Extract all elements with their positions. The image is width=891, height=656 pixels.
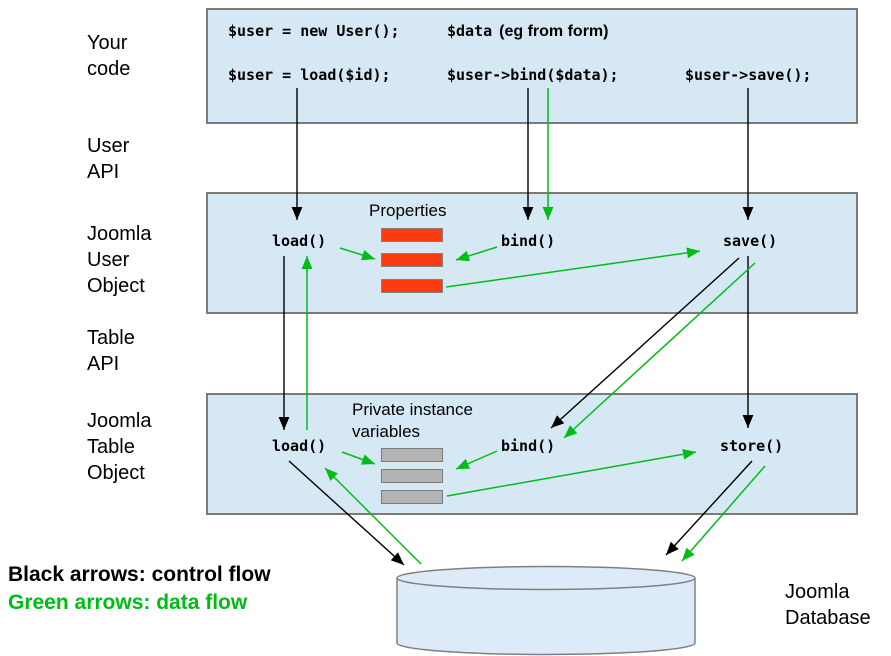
code-data-var-name: $data [447, 22, 493, 40]
code-save-call: $user->save(); [685, 66, 812, 84]
table-load-method: load() [272, 437, 327, 455]
instance-variable-bar [381, 448, 443, 462]
label-user-api: User API [87, 135, 130, 183]
joomla-database-label: Joomla Database [785, 581, 871, 629]
code-bind-call: $user->bind($data); [447, 66, 619, 84]
code-load-call: $user = load($id); [228, 66, 391, 84]
property-bar [381, 253, 443, 267]
label-joomla-user-object: Joomla User Object [87, 223, 152, 297]
property-bar [381, 228, 443, 242]
legend-control-flow: Black arrows: control flow [8, 563, 271, 586]
code-data-var: $data (eg from form) [447, 22, 608, 41]
instance-variable-bar [381, 490, 443, 504]
private-vars-title: Private instance variables [352, 400, 473, 441]
your-code-panel [206, 8, 858, 124]
joomla-user-object-panel [206, 192, 858, 314]
label-your-code: Your code [87, 32, 131, 80]
code-new-user: $user = new User(); [228, 22, 400, 40]
code-data-note: (eg from form) [499, 23, 609, 40]
legend: Black arrows: control flow Green arrows:… [8, 561, 271, 617]
instance-variable-bar [381, 469, 443, 483]
label-table-api: Table API [87, 327, 135, 375]
legend-data-flow: Green arrows: data flow [8, 591, 248, 614]
table-store-method: store() [720, 437, 784, 455]
properties-title: Properties [369, 201, 447, 220]
user-load-method: load() [272, 232, 327, 250]
table-bind-method: bind() [501, 437, 556, 455]
user-save-method: save() [723, 232, 778, 250]
property-bar [381, 279, 443, 293]
database-cylinder [396, 565, 696, 656]
label-joomla-table-object: Joomla Table Object [87, 410, 152, 484]
user-bind-method: bind() [501, 232, 556, 250]
